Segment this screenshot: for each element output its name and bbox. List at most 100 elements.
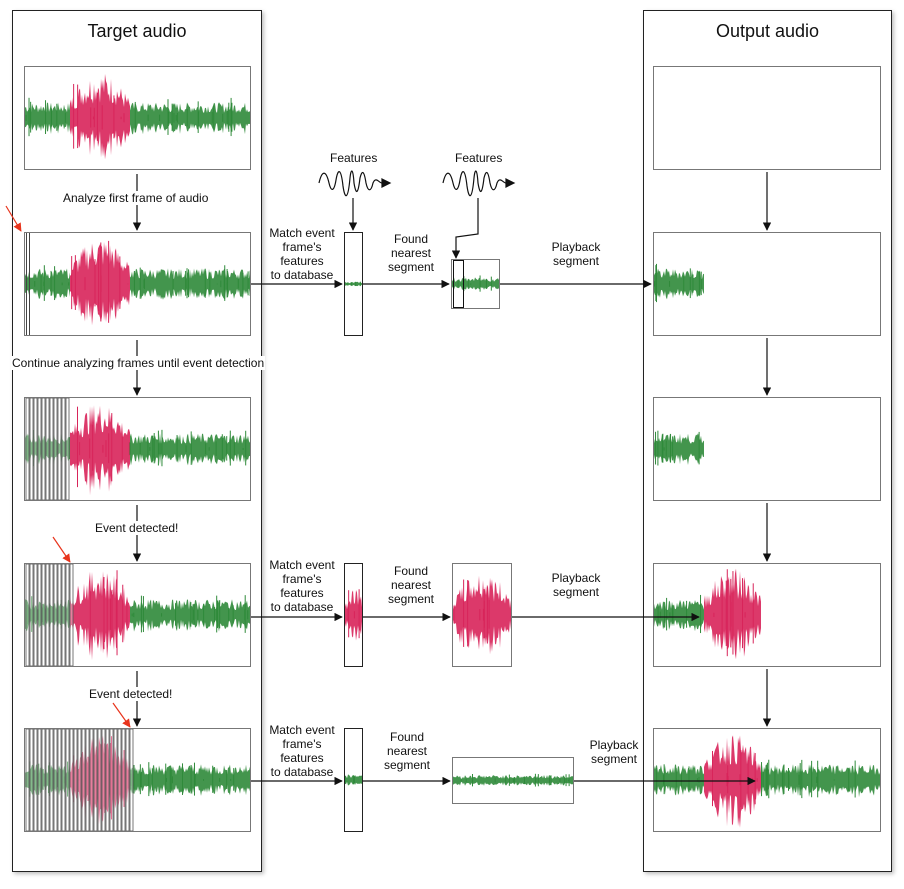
waveform-graphic (654, 430, 704, 466)
analyzed-frame (33, 729, 38, 831)
analyzed-frame (61, 729, 66, 831)
current-frame-marker (26, 233, 30, 335)
event-waveform-segment (70, 405, 130, 496)
waveform-graphic (25, 729, 250, 831)
background-waveform-segment (25, 102, 70, 134)
output-waveform-1 (653, 66, 881, 170)
analyzed-frame (45, 564, 50, 666)
found-segment-label-1: Found nearest segment (387, 232, 435, 274)
background-waveform-segment (25, 764, 70, 796)
analyzed-frame (69, 564, 74, 666)
analyzed-frame (97, 729, 102, 831)
analyzed-frame (65, 564, 70, 666)
analyzed-frame (53, 398, 58, 500)
background-waveform-segment (654, 764, 704, 796)
analyzed-frame (37, 564, 42, 666)
analyzed-frame (65, 729, 70, 831)
analyzed-region (25, 729, 133, 831)
waveform-graphic (25, 398, 250, 500)
background-waveform-segment (761, 764, 880, 798)
analyzed-frame (41, 564, 46, 666)
playback-segment-label-3: Playback segment (589, 738, 639, 766)
background-waveform-segment (25, 599, 70, 631)
event-pointer-arrow (5, 205, 22, 232)
found-segment-label-2: Found nearest segment (387, 564, 435, 606)
match-features-label-3: Match event frame's features to database (269, 723, 335, 779)
analyzed-frame (45, 729, 50, 831)
analyzed-frame (49, 729, 54, 831)
analyzed-frame (41, 729, 46, 831)
waveform-graphic (654, 568, 761, 660)
output-audio-title: Output audio (715, 21, 820, 41)
features-label-2: Features (455, 151, 503, 165)
analyzed-frame (37, 729, 42, 831)
analyzed-frame (109, 729, 114, 831)
match-features-label-2: Match event frame's features to database (269, 558, 335, 614)
analyzed-frame (113, 729, 118, 831)
output-waveform-2 (653, 232, 881, 336)
analyzed-frame (121, 729, 126, 831)
analyzed-frame (53, 729, 58, 831)
match-features-label-1: Match event frame's features to database (269, 226, 335, 282)
analyzed-frame (53, 564, 58, 666)
event-pointer-arrow (52, 536, 71, 563)
analyzed-frame (49, 564, 54, 666)
event-waveform-segment (70, 74, 130, 160)
event-waveform-segment (70, 571, 130, 661)
analyzed-frame (25, 729, 30, 831)
found-segment-3 (452, 757, 574, 804)
playback-segment-label-2: Playback segment (551, 571, 601, 599)
analyzed-frame (93, 729, 98, 831)
target-waveform-4 (24, 563, 251, 667)
found-segment-label-3: Found nearest segment (383, 730, 431, 772)
analyzed-frame (29, 564, 34, 666)
event-frame-1 (344, 232, 363, 336)
background-waveform-segment (130, 268, 250, 300)
analyzed-frame (81, 729, 86, 831)
analyzed-frame (61, 564, 66, 666)
background-waveform-segment (25, 433, 70, 465)
background-waveform-segment (25, 268, 70, 299)
analyzed-frame (49, 398, 54, 500)
continue-analyzing-label: Continue analyzing frames until event de… (11, 356, 266, 370)
event-pointer-arrow (112, 702, 131, 728)
analyzed-frame (29, 729, 34, 831)
analyzed-frame (33, 398, 38, 500)
waveform-graphic (345, 281, 362, 287)
analyzed-frame (25, 564, 30, 666)
waveform-graphic (345, 774, 362, 786)
background-waveform-segment (130, 764, 250, 796)
target-waveform-2 (24, 232, 251, 336)
playback-segment-label-1: Playback segment (551, 240, 601, 268)
analyzed-frame (73, 729, 78, 831)
analyzed-frame (125, 729, 130, 831)
analyzed-frame (117, 729, 122, 831)
segment-frame-highlight (453, 260, 464, 308)
event-frame-2 (344, 563, 363, 667)
target-waveform-3 (24, 397, 251, 501)
event-detected-label-1: Event detected! (94, 521, 180, 535)
event-detected-label-2: Event detected! (88, 687, 174, 701)
waveform-graphic (453, 575, 511, 655)
waveform-graphic (25, 74, 250, 160)
found-segment-1 (451, 259, 500, 309)
event-frame-3 (344, 728, 363, 832)
analyzed-frame (33, 564, 38, 666)
waveform-graphic (25, 240, 250, 326)
analyzed-frame (25, 398, 30, 500)
target-waveform-5 (24, 728, 251, 832)
analyzed-frame (129, 729, 134, 831)
analyzed-frame (69, 729, 74, 831)
analyzed-frame (45, 398, 50, 500)
waveform-graphic (654, 263, 704, 303)
output-waveform-3 (653, 397, 881, 501)
background-waveform-segment (345, 281, 362, 287)
analyzed-frame (57, 564, 62, 666)
features-signal-icon (442, 170, 516, 197)
background-waveform-segment (654, 599, 704, 632)
analyzed-frame (101, 729, 106, 831)
analyzed-frame (77, 729, 82, 831)
analyzed-frame (85, 729, 90, 831)
target-waveform-1 (24, 66, 251, 170)
